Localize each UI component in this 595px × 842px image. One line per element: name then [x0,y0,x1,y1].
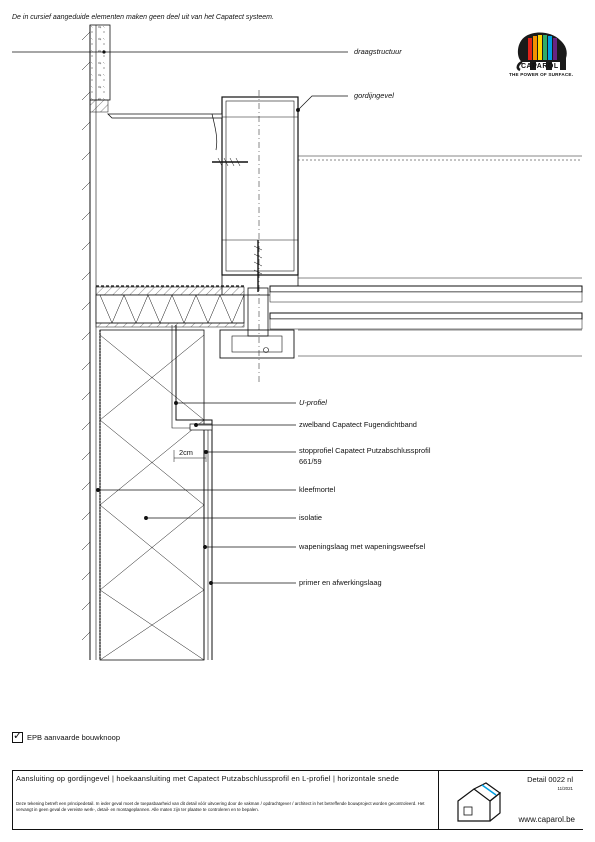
checkbox-icon [12,729,23,743]
label-draagstructuur: draagstructuur [354,47,402,56]
detail-date: 11/2021 [557,786,573,791]
header-note: De in cursief aangeduide elementen maken… [12,14,274,21]
epb-label: EPB aanvaarde bouwknoop [27,733,120,742]
label-stopprofiel-code: 661/59 [299,457,322,466]
label-wapeningslaag: wapeningslaag met wapeningsweefsel [299,542,426,551]
title-block: Aansluiting op gordijngevel | hoekaanslu… [12,770,583,830]
label-kleefmortel: kleefmortel [299,485,336,494]
detail-number: Detail 0022 nl [527,775,573,784]
label-u-profiel: U-profiel [299,398,327,407]
label-stopprofiel: stopprofiel Capatect Putzabschlussprofil [299,446,431,455]
horizontal-insulation-strip [95,285,245,328]
etics-insulation [99,329,205,661]
logo-name: CAPAROL [521,63,559,70]
draagstructuur-wall [81,24,111,660]
leader-lines [96,95,348,585]
label-zwelband: zwelband Capatect Fugendichtband [299,420,417,429]
epb-badge: EPB aanvaarde bouwknoop [12,729,120,743]
logo-tagline: THE POWER OF SURFACE. [509,72,574,77]
label-primer: primer en afwerkingslaag [299,578,382,587]
u-profiel [175,325,213,424]
glazing-panel [269,155,583,357]
render-layers [189,423,213,660]
website-link[interactable]: www.caparol.be [518,815,575,824]
label-isolatie: isolatie [299,513,323,522]
caparol-elephant-logo [516,32,567,72]
drawing-title: Aansluiting op gordijngevel | hoekaanslu… [16,774,400,783]
dimension-label: 2cm [179,448,193,457]
house-icon [457,782,501,822]
gordijngevel-mullion [107,90,299,385]
label-gordijngevel: gordijngevel [354,91,394,100]
disclaimer-text: Deze tekening betreft een principedetail… [16,801,425,813]
